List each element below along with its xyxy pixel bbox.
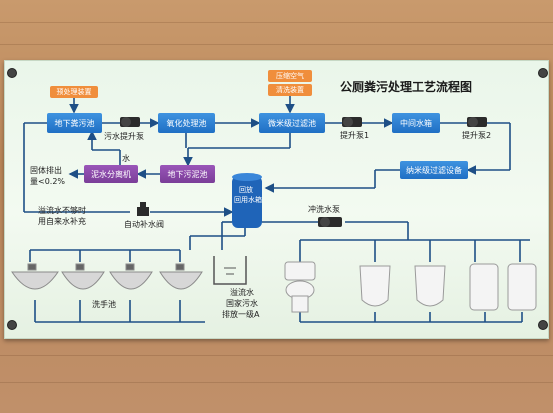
tag-aeration: 压缩空气: [268, 70, 312, 82]
auto-valve-icon: [137, 202, 149, 216]
label-pump2: 提升泵2: [462, 131, 492, 140]
recycle-tank-label-line2: 回用水箱: [234, 196, 262, 204]
pump1-icon: [342, 117, 362, 127]
label-flush-pump: 冲洗水泵: [308, 205, 340, 214]
pump2-icon: [467, 117, 487, 127]
label-water: 水: [122, 154, 130, 163]
label-overflow-line2: 用自来水补充: [38, 217, 86, 226]
box-nano-filter: 纳米级过滤设备: [400, 161, 468, 179]
recycle-tank-label-line1: 回放: [239, 186, 253, 194]
label-overflow-line1: 溢流水不够时: [38, 206, 86, 215]
screw-bottom-right: [538, 320, 548, 330]
label-solid-line1: 固体排出: [30, 166, 62, 175]
box-oxidation: 氧化处理池: [158, 113, 215, 133]
tag-cleaning: 清洗装置: [268, 84, 312, 96]
basin-4-icon: [159, 263, 203, 290]
box-micro-filter: 微米级过滤池: [259, 113, 325, 133]
squat-urinal-2-icon: [414, 265, 446, 307]
overflow-container-icon: [213, 256, 247, 285]
tag-pretreatment: 预处理装置: [50, 86, 98, 98]
screw-top-left: [7, 68, 17, 78]
flow-diagram-board: [4, 60, 549, 339]
label-discharge-line3: 排放一级A: [222, 310, 260, 319]
recycle-tank-icon: [232, 173, 262, 228]
wall-urinal-1-icon: [469, 263, 499, 311]
basin-3-icon: [109, 263, 153, 290]
squat-urinal-1-icon: [359, 265, 391, 307]
label-discharge-line1: 溢流水: [230, 288, 254, 297]
toilet-icon: [284, 261, 316, 313]
diagram-title: 公厕粪污处理工艺流程图: [340, 80, 473, 94]
label-discharge-line2: 国家污水: [226, 299, 258, 308]
label-wash-basin: 洗手池: [92, 300, 116, 309]
label-solid-line2: 量<0.2%: [30, 177, 66, 186]
box-separator: 泥水分离机: [84, 165, 138, 183]
wall-urinal-2-icon: [507, 263, 537, 311]
label-pump1: 提升泵1: [340, 131, 370, 140]
label-sewage-pump: 污水提升泵: [104, 132, 144, 141]
basin-1-icon: [11, 263, 59, 290]
pump-sewage-icon: [120, 117, 140, 127]
box-underground-tank: 地下粪污池: [47, 113, 102, 133]
label-auto-valve: 自动补水阀: [124, 220, 164, 229]
box-sludge: 地下污泥池: [160, 165, 215, 183]
flush-pump-icon: [318, 217, 342, 227]
screw-bottom-left: [7, 320, 17, 330]
basin-2-icon: [61, 263, 105, 290]
screw-top-right: [538, 68, 548, 78]
box-mid-tank: 中间水箱: [392, 113, 440, 133]
